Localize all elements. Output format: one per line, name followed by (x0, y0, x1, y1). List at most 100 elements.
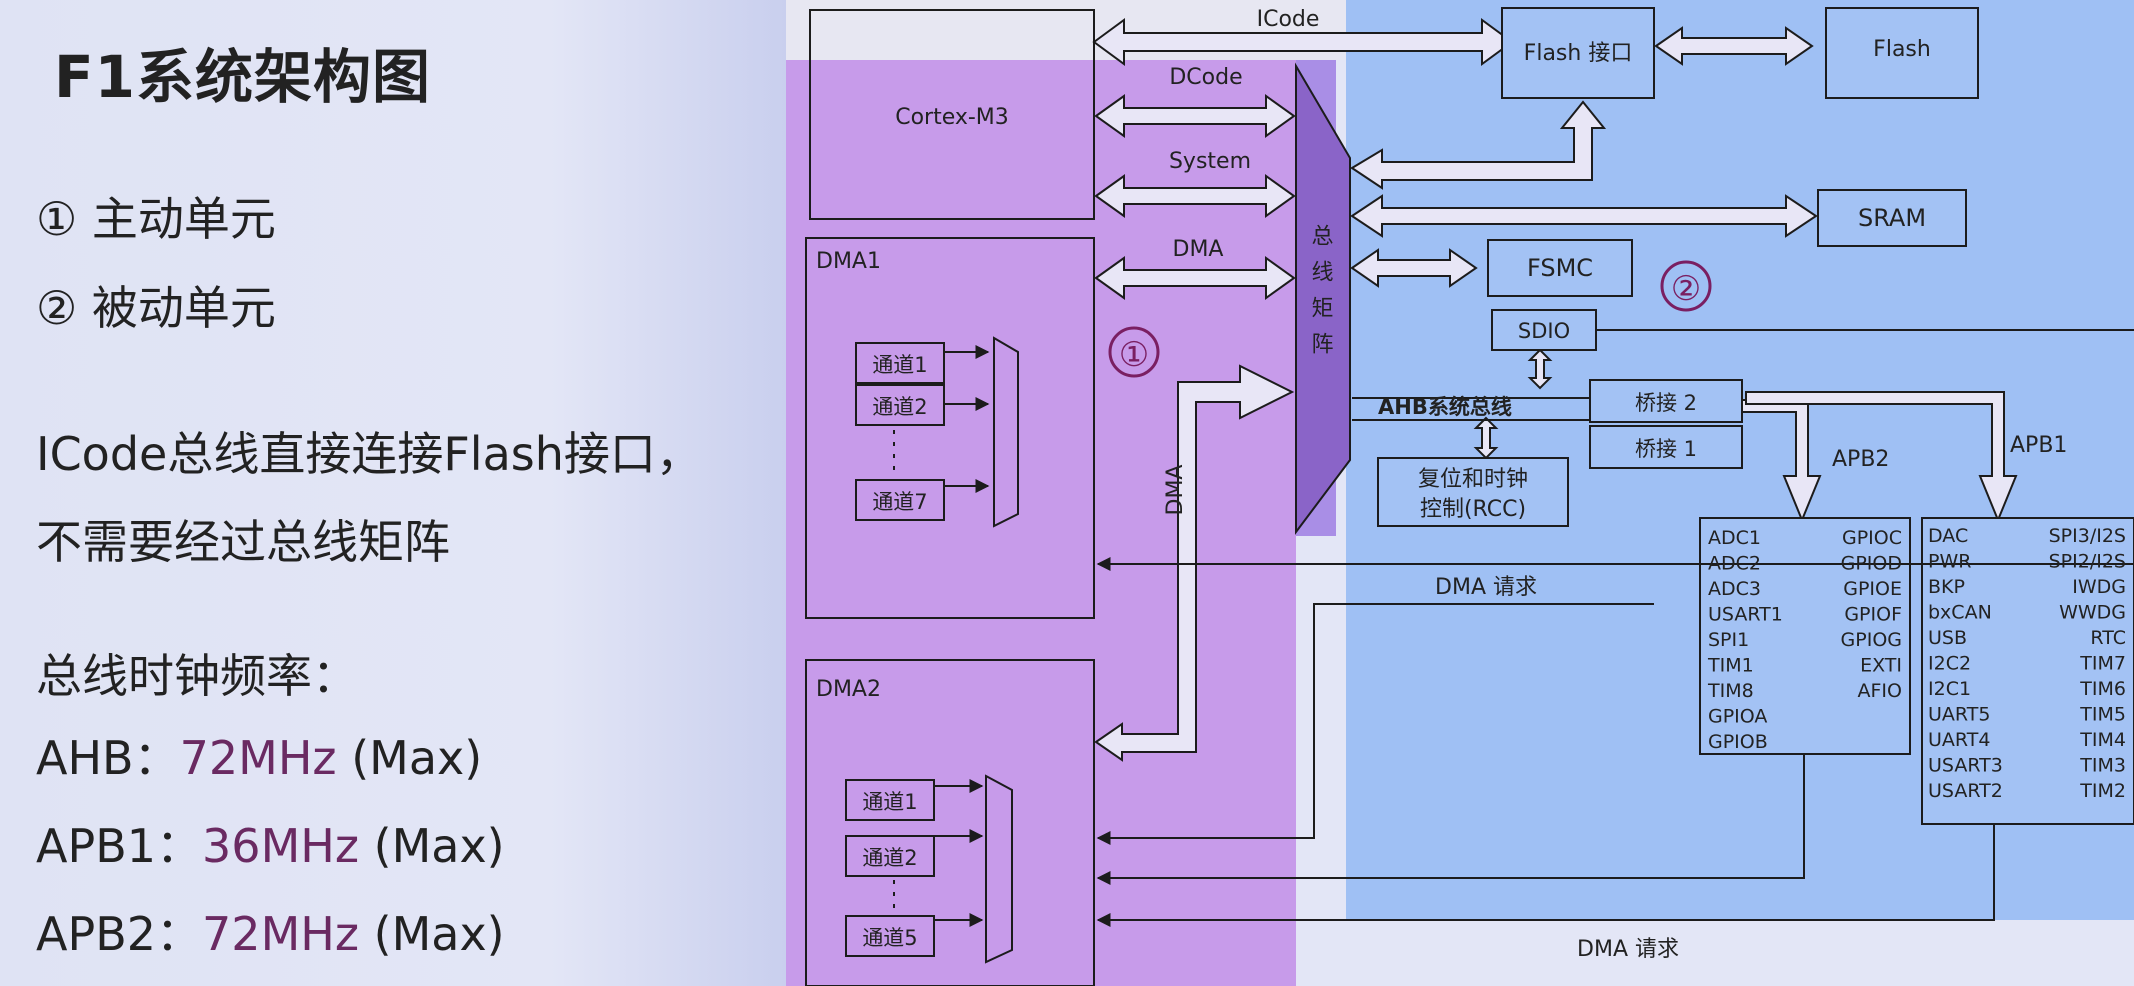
bus-frequency-heading: 总线时钟频率： (36, 649, 358, 703)
peripheral-gpiob: GPIOB (1708, 731, 1768, 753)
peripheral-gpioc: GPIOC (1842, 527, 1902, 549)
ahb-suffix: (Max) (336, 731, 483, 785)
peripheral-tim7: TIM7 (2079, 653, 2126, 675)
peripheral-pwr: PWR (1928, 551, 1971, 573)
flash-interface-arrow (1654, 26, 1814, 66)
peripheral-usart3: USART3 (1928, 755, 2003, 777)
slide-title: F1系统架构图 (54, 43, 431, 111)
flash-box (1825, 7, 1979, 99)
peripheral-bxcan: bxCAN (1928, 602, 1992, 624)
apb1-label: APB1： (36, 819, 203, 873)
rcc-box (1377, 457, 1569, 527)
dma1-channel-2-label: 通道2 (872, 395, 927, 419)
dma1-channel-1-box (855, 342, 945, 384)
apb1-left-list: DACPWRBKPbxCANUSBI2C2I2C1UART5UART4USART… (1928, 525, 2003, 802)
architecture-svg: Cortex-M3 DMA1 DMA2 通道1 通道2 通道7 通道1 通道2 … (786, 0, 2134, 986)
peripheral-gpiof: GPIOF (1844, 604, 1902, 626)
bridge1-box (1589, 425, 1743, 469)
apb1-bus-arrow (1745, 391, 2018, 523)
flash-label: Flash (1873, 37, 1931, 62)
peripheral-tim2: TIM2 (2079, 780, 2126, 802)
active-unit-region (786, 60, 1296, 986)
dma2-channel-5-box (845, 915, 935, 957)
dma1-label: DMA1 (816, 249, 881, 274)
apb1-suffix: (Max) (359, 819, 505, 873)
peripheral-spi2-i2s: SPI2/I2S (2049, 551, 2126, 573)
matrix-fsmc-arrow (1350, 248, 1478, 288)
system-architecture-diagram: Cortex-M3 DMA1 DMA2 通道1 通道2 通道7 通道1 通道2 … (786, 0, 2134, 986)
peripheral-exti: EXTI (1860, 655, 1902, 677)
bridge2-label: 桥接 2 (1635, 391, 1697, 415)
active-marker: ① (1119, 335, 1149, 375)
flash-interface-box (1501, 7, 1655, 99)
peripheral-wwdg: WWDG (2059, 602, 2126, 624)
ahb-value: 72MHz (179, 731, 337, 785)
dma-bus-label: DMA (1173, 237, 1224, 262)
cortex-m3-box (809, 9, 1095, 220)
sdio-ahb-arrow (1527, 348, 1553, 390)
peripheral-tim6: TIM6 (2079, 678, 2126, 700)
peripheral-tim8: TIM8 (1707, 680, 1754, 702)
peripheral-adc1: ADC1 (1708, 527, 1761, 549)
apb1-frequency: APB1：36MHz (Max) (36, 810, 505, 876)
dma2-box (805, 659, 1095, 986)
peripheral-rtc: RTC (2090, 627, 2126, 649)
peripheral-i2c2: I2C2 (1928, 653, 1971, 675)
dma2-channel-2-label: 通道2 (862, 846, 917, 870)
dma2-channel-1-box (845, 779, 935, 821)
peripheral-usart2: USART2 (1928, 780, 2003, 802)
cortex-m3-label: Cortex-M3 (895, 105, 1009, 130)
bus-matrix-label: 总线矩阵 (1308, 224, 1334, 368)
passive-marker: ② (1671, 269, 1701, 309)
peripheral-spi3-i2s: SPI3/I2S (2049, 525, 2126, 547)
sram-box (1817, 189, 1967, 247)
dma2-label: DMA2 (816, 677, 881, 702)
peripheral-bkp: BKP (1928, 576, 1965, 598)
peripheral-gpiod: GPIOD (1841, 553, 1902, 575)
peripheral-gpioa: GPIOA (1708, 706, 1767, 728)
ahb-label: AHB系统总线 (1378, 395, 1512, 419)
apb2-label: APB2： (36, 907, 203, 961)
dma-request-line-2 (1096, 603, 1654, 845)
icode-note-line2: 不需要经过总线矩阵 (36, 515, 450, 569)
peripheral-dac: DAC (1928, 525, 1968, 547)
apb2-suffix: (Max) (359, 907, 505, 961)
apb1-value: 36MHz (202, 819, 359, 873)
fsmc-label: FSMC (1527, 254, 1593, 282)
dma1-channel-7-label: 通道7 (872, 490, 927, 514)
system-bus-arrow (1094, 174, 1296, 218)
apb2-label: APB2 (1832, 447, 1889, 472)
icode-label: ICode (1257, 7, 1320, 32)
peripheral-usart1: USART1 (1708, 604, 1783, 626)
matrix-to-flash-arrow (1350, 100, 1607, 190)
dma1-channel-1-label: 通道1 (872, 353, 927, 377)
peripheral-adc3: ADC3 (1708, 578, 1761, 600)
peripheral-tim1: TIM1 (1707, 655, 1754, 677)
apb2-value: 72MHz (202, 907, 359, 961)
peripheral-gpioe: GPIOE (1843, 578, 1902, 600)
dma2-channel-5-label: 通道5 (862, 926, 917, 950)
passive-marker-circle (1660, 260, 1712, 312)
peripheral-gpiog: GPIOG (1841, 629, 1902, 651)
ahb-label: AHB： (36, 731, 180, 785)
bridge2-box (1589, 379, 1743, 423)
dcode-label: DCode (1169, 65, 1242, 90)
apb1-peripherals-box (1921, 517, 2134, 825)
peripheral-i2c1: I2C1 (1928, 678, 1971, 700)
sdio-label: SDIO (1518, 319, 1570, 343)
matrix-sram-arrow (1350, 194, 1818, 238)
bridge1-label: 桥接 1 (1635, 437, 1697, 461)
peripheral-usb: USB (1928, 627, 1967, 649)
apb1-right-list: SPI3/I2SSPI2/I2SIWDGWWDGRTCTIM7TIM6TIM5T… (2049, 525, 2126, 802)
peripheral-tim3: TIM3 (2079, 755, 2126, 777)
ahb-frequency: AHB：72MHz (Max) (36, 722, 482, 788)
dma1-channel-7-box (855, 479, 945, 521)
dma-request-line-3 (1096, 754, 1805, 885)
active-marker-circle (1108, 326, 1160, 378)
dma2-arbiter (985, 774, 1013, 964)
active-unit-item: ① 主动单元 (36, 192, 276, 246)
dma-vertical-label: DMA (1163, 465, 1188, 516)
sram-label: SRAM (1858, 204, 1926, 232)
